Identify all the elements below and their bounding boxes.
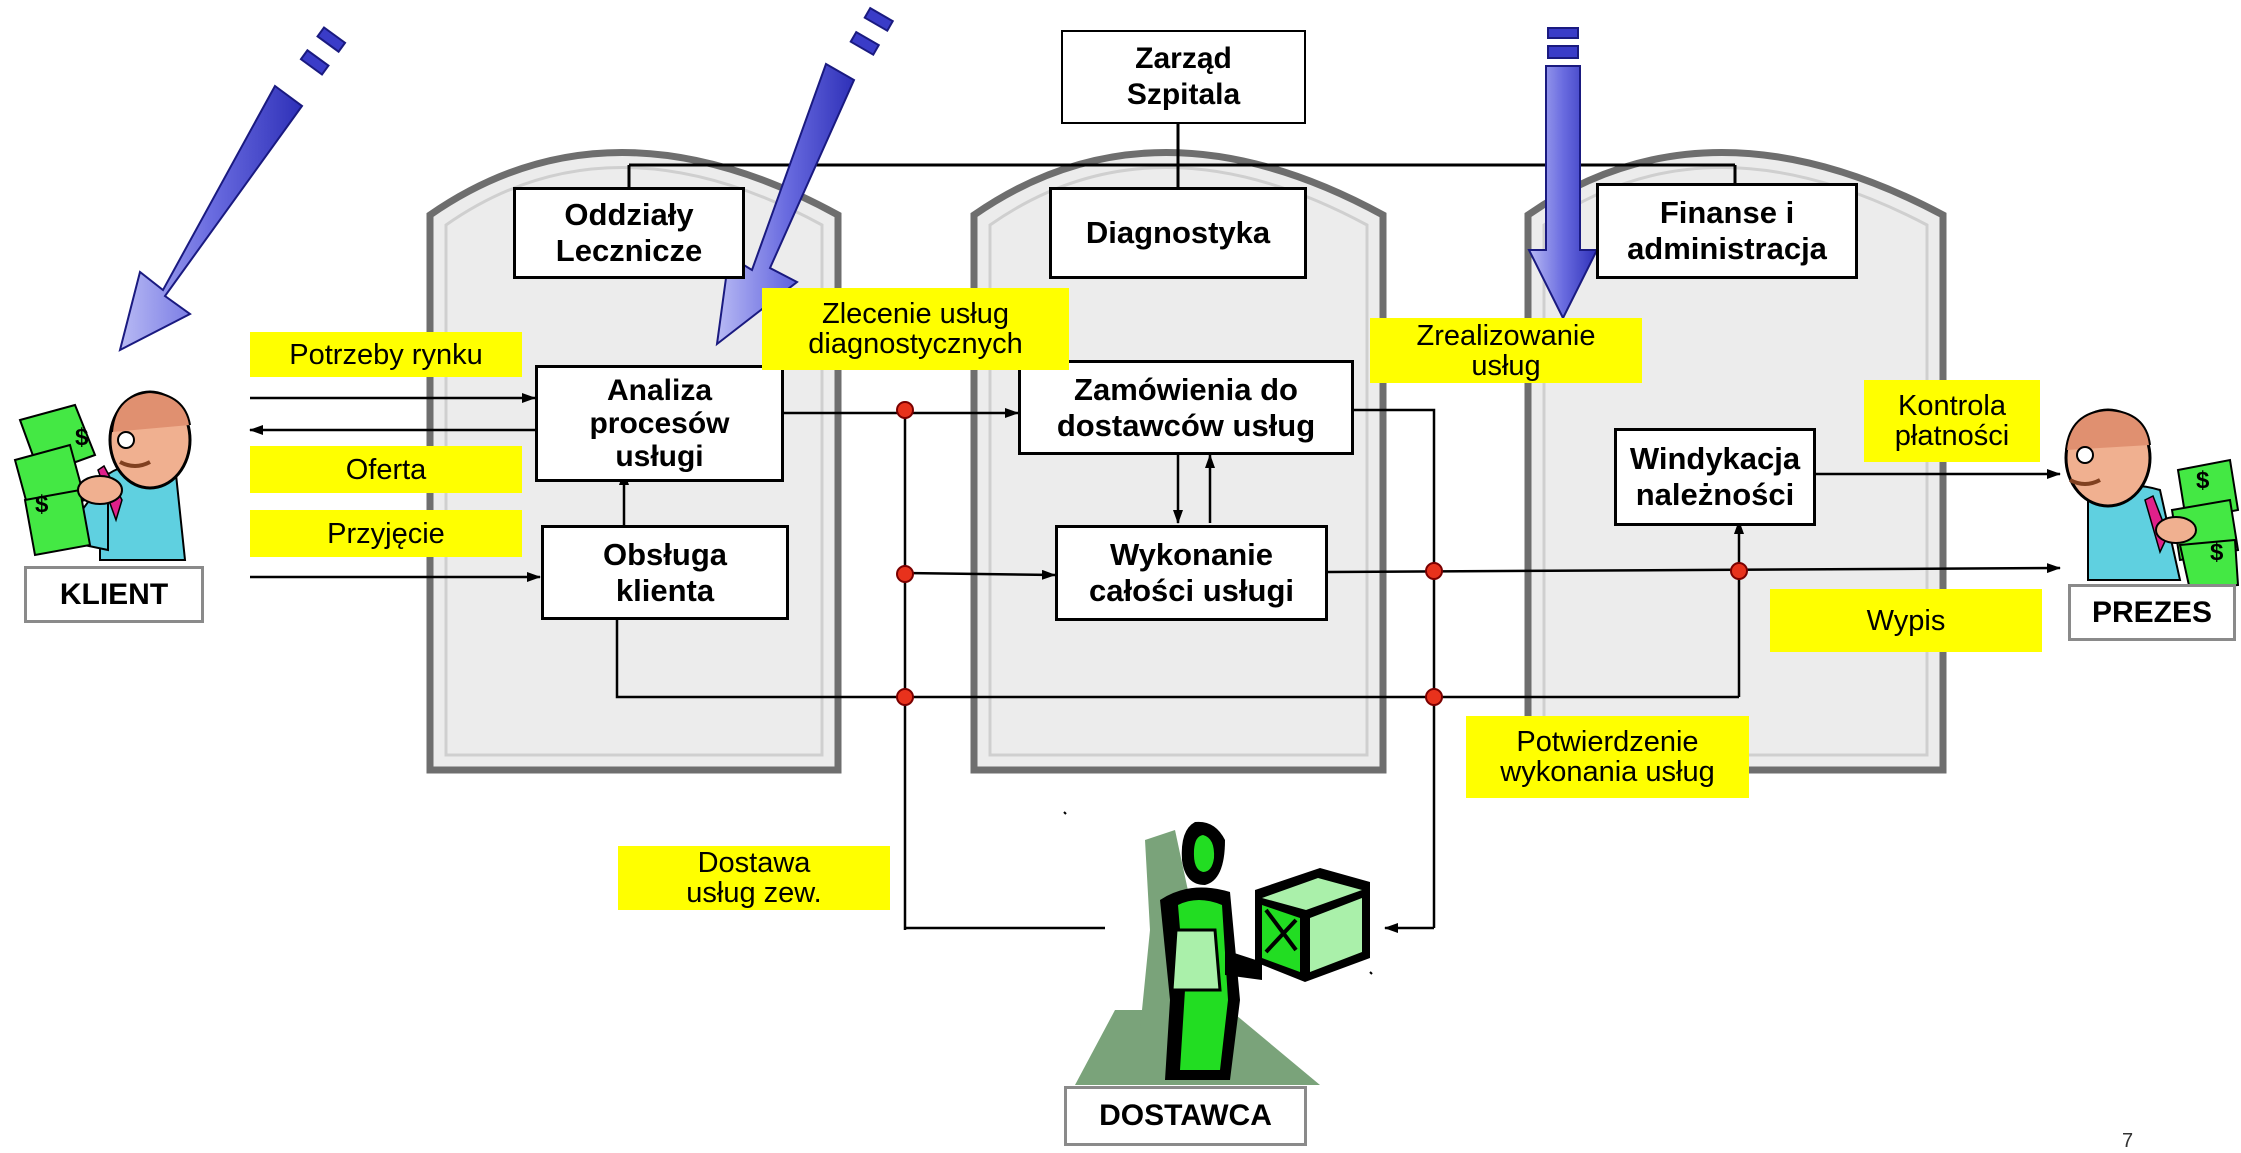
president-figure: $ $ (2064, 408, 2240, 592)
supplier-label: DOSTAWCA (1064, 1086, 1307, 1146)
junction-dot (1425, 562, 1443, 580)
svg-text:$: $ (2196, 467, 2210, 494)
note-services-done: Zrealizowanie usług (1370, 318, 1642, 383)
note-admission: Przyjęcie (250, 510, 522, 557)
finance-department-box: Finanse i administracja (1596, 183, 1858, 279)
analysis-process-box: Analiza procesów usługi (535, 365, 784, 482)
input-arrow-finance (1527, 27, 1599, 321)
note-market-needs: Potrzeby rynku (250, 332, 522, 377)
note-external-delivery: Dostawa usług zew. (618, 846, 890, 910)
client-label: KLIENT (24, 566, 204, 623)
flow-lines (249, 393, 2061, 933)
svg-text:$: $ (35, 491, 49, 518)
note-diagnostic-order: Zlecenie usług diagnostycznych (762, 288, 1069, 370)
junction-dots (896, 401, 1748, 706)
junction-dot (1425, 688, 1443, 706)
junction-dot (1730, 562, 1748, 580)
client-figure: $ $ (13, 390, 192, 561)
diagnostics-department-box: Diagnostyka (1049, 187, 1307, 279)
supplier-figure (1063, 811, 1373, 1085)
note-discharge: Wypis (1770, 589, 2042, 652)
junction-dot (896, 401, 914, 419)
note-confirmation: Potwierdzenie wykonania usług (1466, 716, 1749, 798)
hospital-board-box: Zarząd Szpitala (1061, 30, 1306, 124)
junction-dot (896, 688, 914, 706)
package-icon (1255, 868, 1370, 982)
page-number: 7 (2122, 1130, 2134, 1152)
debt-collection-box: Windykacja należności (1614, 428, 1816, 526)
junction-dot (896, 565, 914, 583)
supplier-orders-box: Zamówienia do dostawców usług (1018, 360, 1354, 455)
note-offer: Oferta (250, 446, 522, 493)
wards-department-box: Oddziały Lecznicze (513, 187, 745, 279)
svg-text:$: $ (75, 424, 89, 451)
svg-text:$: $ (2210, 539, 2224, 566)
president-label: PREZES (2068, 584, 2236, 641)
client-service-box: Obsługa klienta (541, 525, 789, 620)
input-arrow-wards (715, 6, 895, 347)
input-arrow-client (118, 26, 347, 352)
note-payment-control: Kontrola płatności (1864, 380, 2040, 462)
service-execution-box: Wykonanie całości usługi (1055, 525, 1328, 621)
